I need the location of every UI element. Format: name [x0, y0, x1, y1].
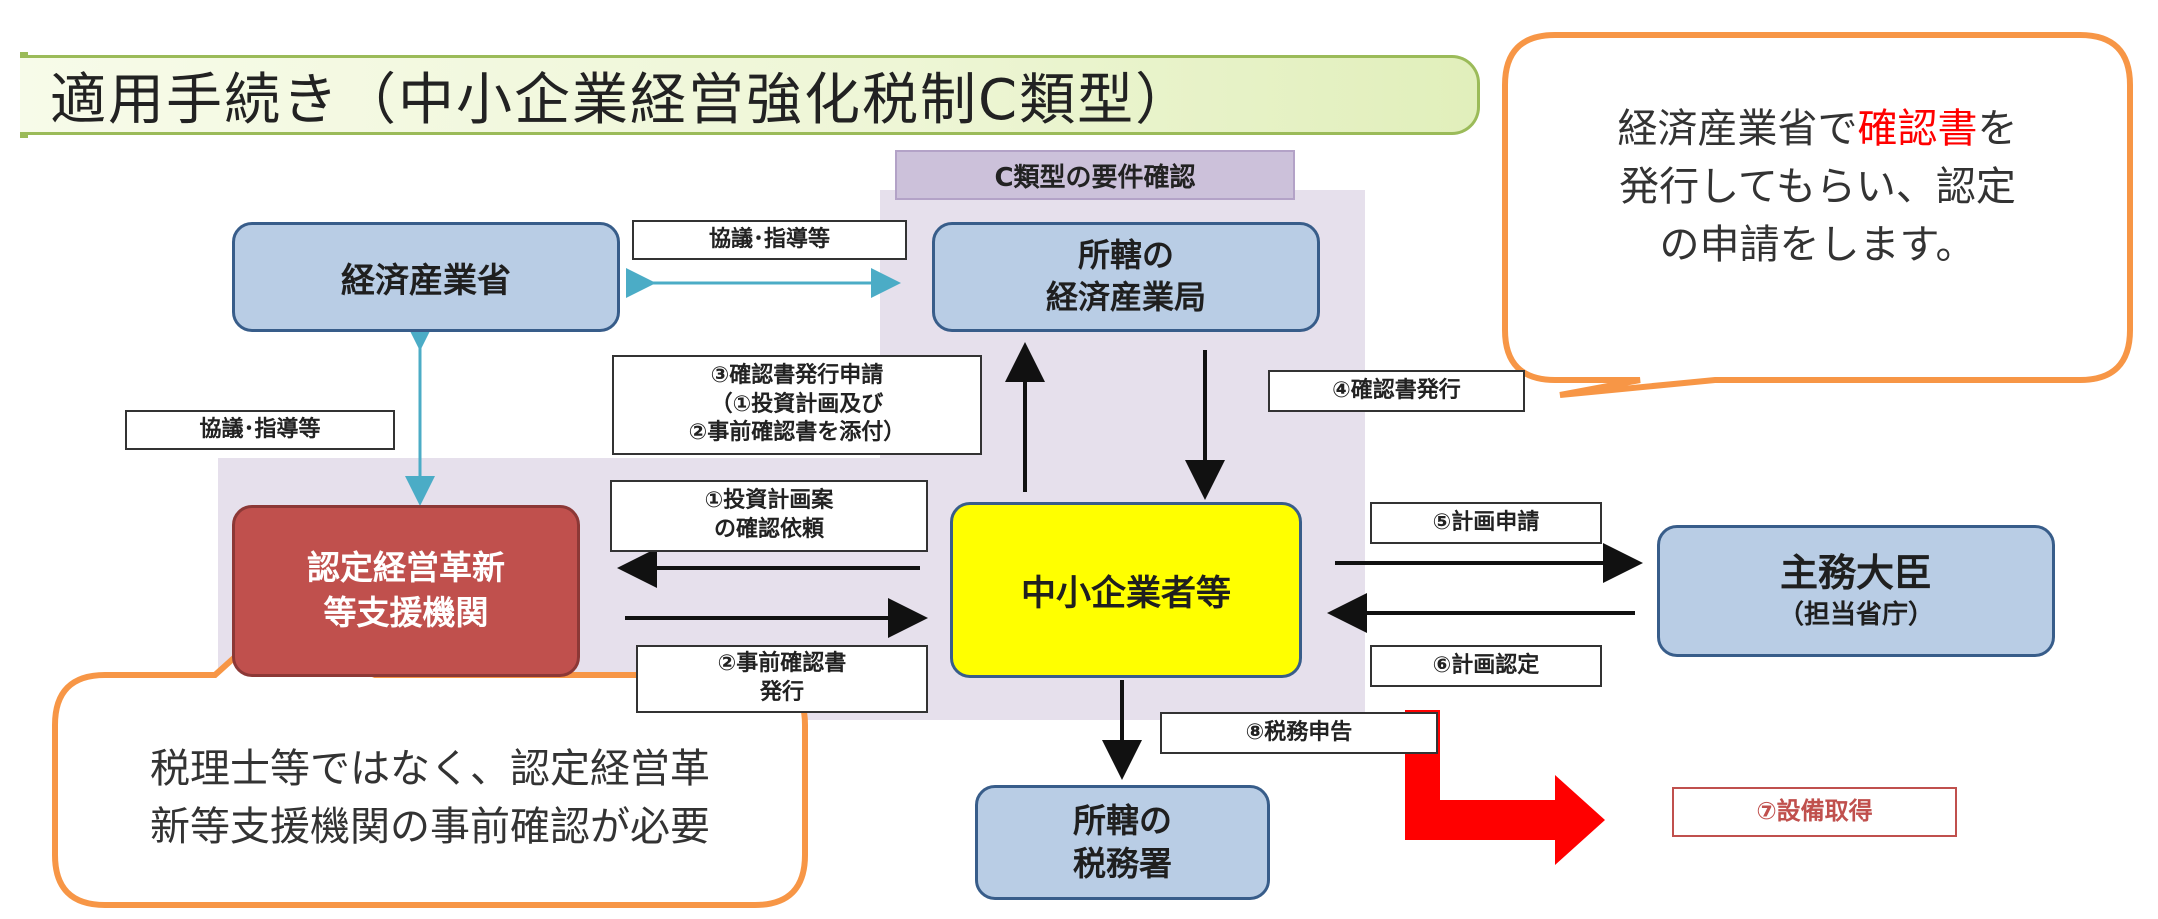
label-step2: ②事前確認書 発行	[636, 645, 928, 713]
box-regional-bureau: 所轄の 経済産業局	[932, 222, 1320, 332]
label-consult-left: 協議･指導等	[125, 410, 395, 450]
label-step1-line1: ①投資計画案	[704, 488, 834, 514]
page-title-text: 適用手続き（中小企業経営強化税制C類型）	[50, 67, 1194, 133]
callout-top-right: 経済産業省で確認書を 発行してもらい、認定 の申請をします。	[1520, 100, 2115, 340]
callout-top-right-line3: の申請をします。	[1659, 222, 1976, 268]
box-regional-bureau-line1: 所轄の	[1077, 236, 1174, 275]
box-minister-line2: （担当省庁）	[1777, 599, 1934, 630]
label-step5: ⑤計画申請	[1370, 502, 1602, 544]
box-meti: 経済産業省	[232, 222, 620, 332]
label-step7: ⑦設備取得	[1672, 787, 1957, 837]
label-step3-line3: ②事前確認書を添付）	[688, 420, 906, 446]
callout-bottom-left-line2: 新等支援機関の事前確認が必要	[150, 804, 710, 850]
label-step1-line2: の確認依頼	[713, 517, 824, 542]
c-requirement-label: C類型の要件確認	[895, 150, 1295, 200]
label-step8-text: ⑧税務申告	[1245, 719, 1353, 745]
label-step2-line2: 発行	[759, 680, 804, 705]
callout-top-right-line2: 発行してもらい、認定	[1619, 164, 2016, 210]
box-support-org-line1: 認定経営革新	[307, 548, 505, 588]
label-step1: ①投資計画案 の確認依頼	[610, 480, 928, 552]
box-minister-line1: 主務大臣	[1779, 551, 1932, 596]
box-minister: 主務大臣 （担当省庁）	[1657, 525, 2055, 657]
label-step4-text: ④確認書発行	[1332, 377, 1461, 403]
label-step8: ⑧税務申告	[1160, 712, 1438, 754]
label-step3-line1: ③確認書発行申請	[710, 363, 884, 389]
box-meti-text: 経済産業省	[341, 260, 511, 301]
equipment-acquisition-arrow	[1405, 710, 1605, 865]
box-tax-office-line1: 所轄の	[1073, 800, 1172, 840]
label-step6: ⑥計画認定	[1370, 645, 1602, 687]
label-step3-line2: （①投資計画及び	[710, 391, 884, 417]
label-consult-top: 協議･指導等	[632, 220, 907, 260]
label-step5-text: ⑤計画申請	[1432, 509, 1540, 535]
box-sme-text: 中小企業者等	[1020, 573, 1231, 614]
callout-top-right-line1-post: を	[1977, 106, 2018, 152]
label-consult-top-text: 協議･指導等	[708, 226, 830, 252]
callout-top-right-line1-pre: 経済産業省で	[1617, 106, 1858, 152]
callout-top-right-line1: 経済産業省で確認書を	[1520, 100, 2115, 158]
label-step6-text: ⑥計画認定	[1432, 652, 1540, 678]
label-step4: ④確認書発行	[1268, 370, 1525, 412]
box-support-org: 認定経営革新 等支援機関	[232, 505, 580, 677]
label-step3: ③確認書発行申請 （①投資計画及び ②事前確認書を添付）	[612, 355, 982, 455]
label-step7-text: ⑦設備取得	[1756, 797, 1873, 826]
c-requirement-label-text: C類型の要件確認	[994, 162, 1196, 193]
box-sme: 中小企業者等	[950, 502, 1302, 678]
box-support-org-line2: 等支援機関	[323, 593, 489, 632]
callout-top-right-text: 経済産業省で確認書を 発行してもらい、認定 の申請をします。	[1520, 100, 2115, 274]
label-step2-line1: ②事前確認書	[717, 651, 847, 677]
page-title: 適用手続き（中小企業経営強化税制C類型）	[20, 55, 1480, 135]
box-tax-office: 所轄の 税務署	[975, 785, 1270, 900]
label-consult-left-text: 協議･指導等	[199, 416, 321, 442]
callout-top-right-line1-red: 確認書	[1857, 106, 1978, 152]
box-tax-office-line2: 税務署	[1073, 843, 1172, 883]
callout-bubble-top-right	[1502, 32, 2133, 398]
box-regional-bureau-line2: 経済産業局	[1045, 278, 1206, 316]
callout-bottom-left-line1: 税理士等ではなく、認定経営革	[150, 746, 710, 792]
callout-bottom-left-text: 税理士等ではなく、認定経営革 新等支援機関の事前確認が必要	[70, 740, 790, 856]
callout-bottom-left: 税理士等ではなく、認定経営革 新等支援機関の事前確認が必要	[70, 740, 790, 890]
